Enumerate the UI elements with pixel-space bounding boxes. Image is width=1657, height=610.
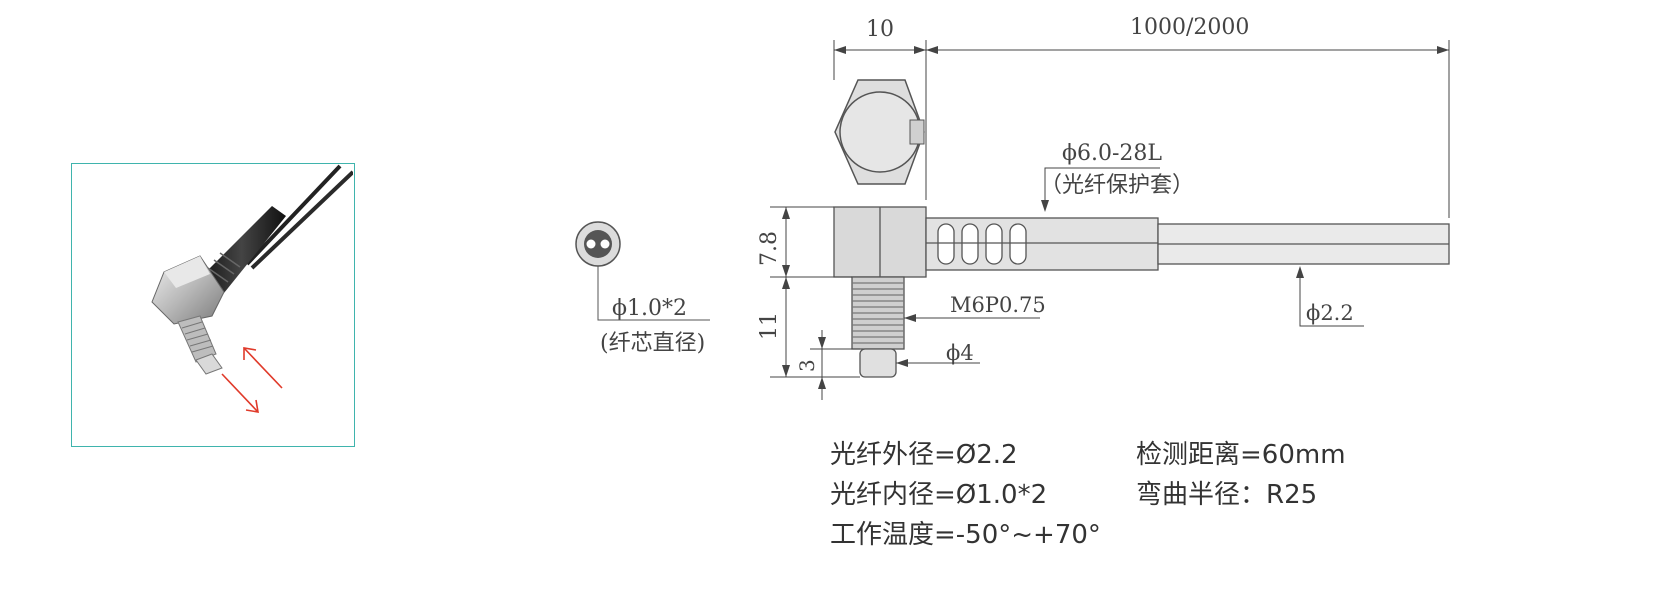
spec-inner-diameter: 光纤内径=Ø1.0*2 <box>830 480 1048 510</box>
hex-top-view <box>834 79 925 185</box>
spec-detection-distance: 检测距离=60mm <box>1136 440 1346 470</box>
thread-length-label: 11 <box>757 312 782 340</box>
cable-length-label: 1000/2000 <box>1130 15 1249 40</box>
core-note-label: (纤芯直径) <box>600 331 705 356</box>
product-photo-frame <box>71 163 355 447</box>
tip-diameter-label: ϕ4 <box>946 341 974 365</box>
head-width-label: 10 <box>866 17 894 42</box>
tip-length-label: 3 <box>795 359 819 372</box>
core-diameter-label: ϕ1.0*2 <box>612 296 687 321</box>
cable-strand <box>245 164 342 266</box>
sleeve-note-label: （光纤保护套） <box>1040 173 1194 198</box>
detection-arrows <box>221 347 283 413</box>
thread <box>177 315 217 363</box>
hex-head-top <box>164 256 210 288</box>
fiber-end-view <box>575 221 710 321</box>
cable-diameter-label: ϕ2.2 <box>1306 301 1354 325</box>
cable-strand <box>250 170 355 270</box>
sleeve-label: ϕ6.0-28L <box>1062 141 1162 166</box>
spec-bend-radius: 弯曲半径：R25 <box>1136 480 1318 510</box>
head-height-label: 7.8 <box>757 231 782 266</box>
side-view <box>833 206 1450 378</box>
product-photo <box>151 164 355 413</box>
thread-spec-label: M6P0.75 <box>950 293 1046 317</box>
spec-temperature: 工作温度=-50°~+70° <box>830 520 1101 550</box>
dimension-arrowheads <box>782 46 1449 389</box>
spec-outer-diameter: 光纤外径=Ø2.2 <box>830 440 1018 470</box>
tip <box>195 353 223 375</box>
